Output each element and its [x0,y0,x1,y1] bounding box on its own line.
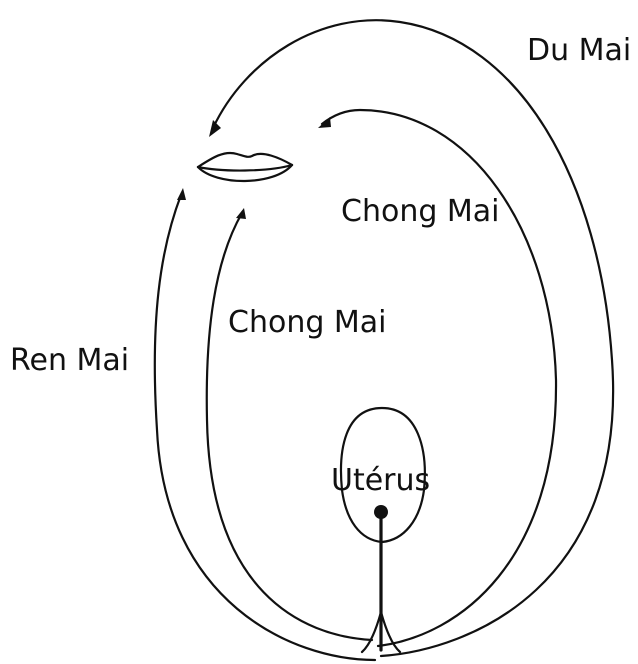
ren-mai-arrowhead [177,188,186,200]
uterus-point [374,505,388,519]
lips-icon [198,153,292,181]
uterus-label: Utérus [331,463,430,498]
ren-mai-channel [155,195,375,660]
chong-mai-right-arrowhead [318,117,331,128]
chong-mai-lower-label: Chong Mai [228,305,387,340]
du-mai-arrowhead [209,120,221,137]
chong-mai-left-arrowhead [236,208,246,219]
ren-mai-label: Ren Mai [10,343,129,378]
chong-mai-right-channel [322,110,556,646]
chong-mai-upper-label: Chong Mai [341,194,500,229]
du-mai-label: Du Mai [527,33,631,68]
chong-mai-left-channel [207,213,372,640]
